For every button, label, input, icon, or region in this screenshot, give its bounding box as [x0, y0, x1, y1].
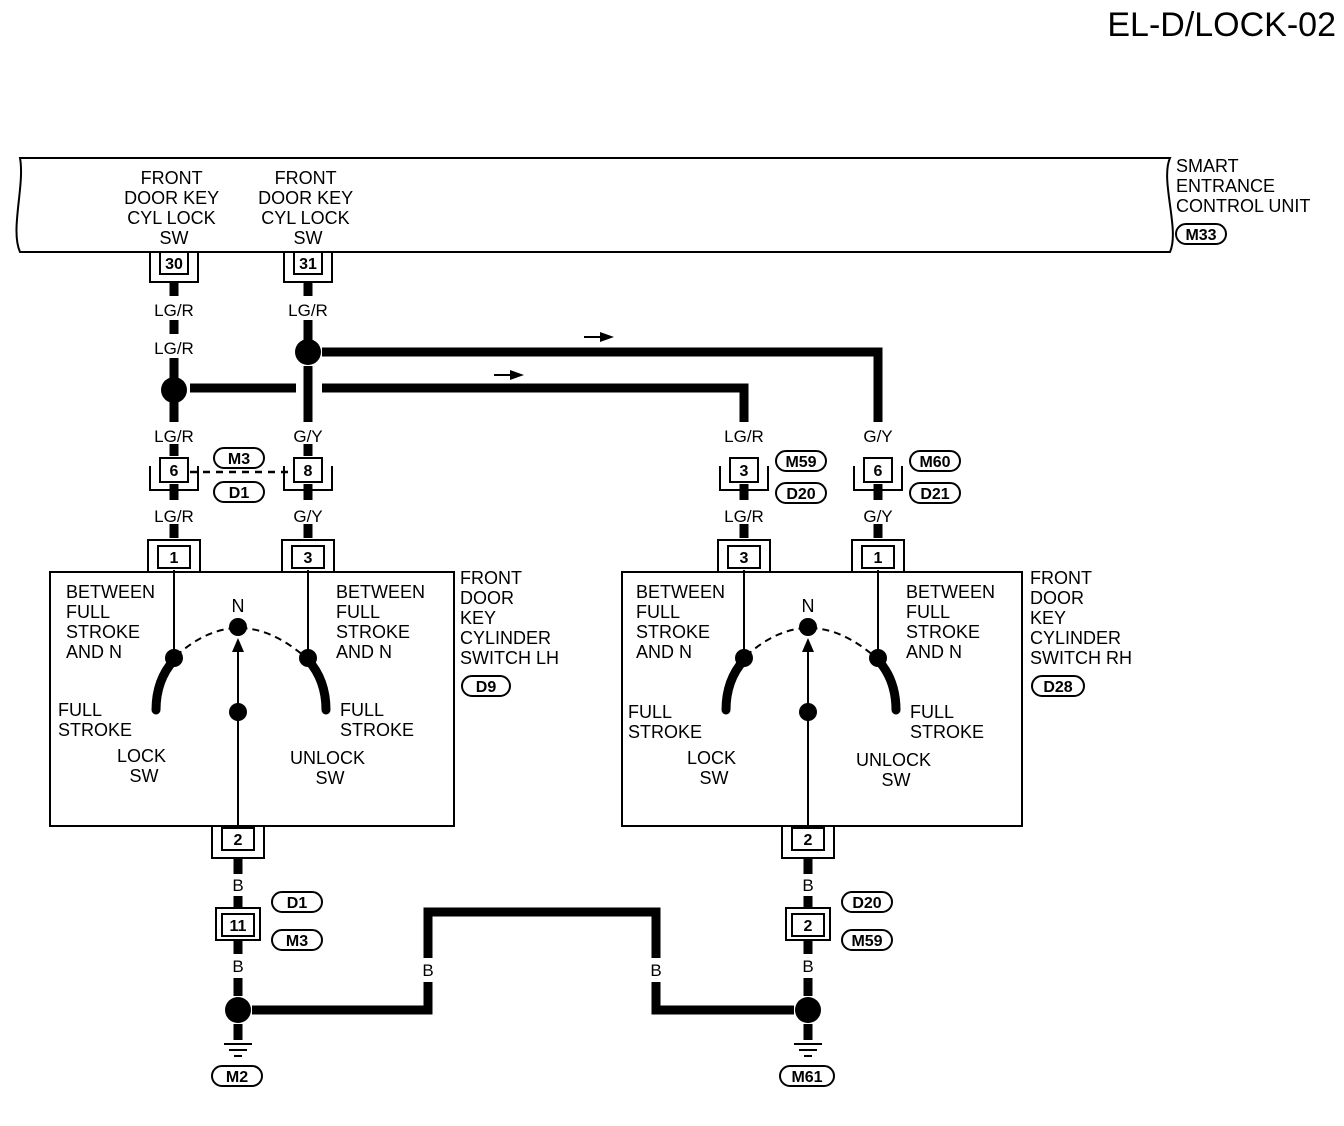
svg-text:3: 3	[740, 550, 749, 567]
rh-lock-between-label: BETWEEN FULL STROKE AND N	[636, 582, 730, 662]
wire-label-b: B	[650, 961, 661, 980]
wire-label-lgr: LG/R	[724, 427, 764, 446]
wire-label-gy: G/Y	[293, 507, 322, 526]
svg-text:8: 8	[304, 463, 313, 480]
connector-m3: M3	[286, 933, 308, 950]
wire-label-lgr: LG/R	[154, 301, 194, 320]
wire-label-lgr: LG/R	[724, 507, 764, 526]
key-cylinder-switch-lh: 1 3 BETWEEN FULL STROKE AND N BETWEEN FU…	[49, 539, 559, 859]
switch-rh-connector-d28: D28	[1043, 679, 1072, 696]
term31-label: FRONT DOOR KEY CYL LOCK SW	[258, 168, 358, 248]
wire-label-lgr: LG/R	[154, 427, 194, 446]
svg-text:1: 1	[170, 550, 179, 567]
svg-text:11: 11	[230, 918, 247, 935]
connector-d21: D21	[920, 486, 949, 503]
connector-d20: D20	[786, 486, 815, 503]
lh-neutral-label: N	[232, 596, 245, 616]
svg-text:2: 2	[804, 918, 813, 935]
gy-wire-to-rh	[322, 332, 883, 538]
term30-label: FRONT DOOR KEY CYL LOCK SW	[124, 168, 224, 248]
connector-m60: M60	[919, 454, 950, 471]
lh-lock-sw-label: LOCK SW	[117, 746, 171, 786]
lh-unlock-full-stroke-label: FULL STROKE	[340, 700, 414, 740]
control-unit-name: SMART ENTRANCE CONTROL UNIT	[1176, 156, 1310, 216]
page-code: EL-D/LOCK-02	[1107, 6, 1336, 44]
lh-lock-full-stroke-label: FULL STROKE	[58, 700, 132, 740]
gy-wire-lh	[295, 282, 321, 538]
connector-m3: M3	[228, 451, 250, 468]
terminal-30: 30	[149, 251, 199, 283]
svg-text:3: 3	[304, 550, 313, 567]
rh-lock-sw-label: LOCK SW	[687, 748, 741, 788]
svg-text:2: 2	[234, 832, 243, 849]
svg-text:2: 2	[804, 832, 813, 849]
key-cylinder-switch-rh: 3 1 BETWEEN FULL STROKE AND N BETWEEN FU…	[621, 539, 1132, 859]
wire-label-b: B	[232, 876, 243, 895]
wire-label-b: B	[422, 961, 433, 980]
lgr-wire-to-rh	[322, 370, 749, 538]
connector-m59: M59	[785, 454, 816, 471]
wire-label-lgr: LG/R	[154, 507, 194, 526]
wire-label-b: B	[802, 957, 813, 976]
svg-text:6: 6	[170, 463, 179, 480]
wire-label-gy: G/Y	[293, 427, 322, 446]
svg-text:3: 3	[740, 463, 749, 480]
ground-circuit-lh: B 11 D1 M3 B M2	[211, 858, 323, 1087]
svg-text:30: 30	[165, 256, 183, 273]
wire-label-lgr: LG/R	[154, 339, 194, 358]
smart-entrance-control-unit: FRONT DOOR KEY CYL LOCK SW FRONT DOOR KE…	[15, 156, 1310, 253]
connector-m59: M59	[851, 933, 882, 950]
connector-badge	[213, 447, 265, 469]
connector-d20: D20	[852, 895, 881, 912]
rh-unlock-full-stroke-label: FULL STROKE	[910, 702, 984, 742]
svg-text:1: 1	[874, 550, 883, 567]
wire-label-b: B	[802, 876, 813, 895]
rh-neutral-label: N	[802, 596, 815, 616]
ground-m61: M61	[791, 1069, 822, 1086]
ground-m2: M2	[226, 1069, 248, 1086]
svg-text:31: 31	[299, 256, 317, 273]
switch-lh-name: FRONT DOOR KEY CYLINDER SWITCH LH	[460, 568, 559, 668]
wire-label-lgr: LG/R	[288, 301, 328, 320]
wire-label-gy: G/Y	[863, 507, 892, 526]
connector-rh-gy: 6 M60 D21	[853, 450, 961, 504]
connector-badge	[213, 481, 265, 503]
lh-unlock-between-label: BETWEEN FULL STROKE AND N	[336, 582, 430, 662]
lgr-wire-lh	[161, 282, 296, 538]
connector-d1: D1	[229, 485, 250, 502]
switch-lh-connector-d9: D9	[476, 679, 497, 696]
rh-lock-full-stroke-label: FULL STROKE	[628, 702, 702, 742]
wire-label-gy: G/Y	[863, 427, 892, 446]
rh-unlock-sw-label: UNLOCK SW	[856, 750, 936, 790]
switch-rh-name: FRONT DOOR KEY CYLINDER SWITCH RH	[1030, 568, 1132, 668]
connector-d1: D1	[287, 895, 308, 912]
ground-circuit-rh: B 2 D20 M59 B M61	[779, 858, 893, 1087]
connector-rh-lgr: 3 M59 D20	[719, 450, 827, 504]
rh-unlock-between-label: BETWEEN FULL STROKE AND N	[906, 582, 1000, 662]
lh-unlock-sw-label: UNLOCK SW	[290, 748, 370, 788]
lh-lock-between-label: BETWEEN FULL STROKE AND N	[66, 582, 160, 662]
terminal-31: 31	[283, 251, 333, 283]
wire-label-b: B	[232, 957, 243, 976]
control-unit-connector-m33: M33	[1185, 227, 1216, 244]
connector-lh-8: 8	[283, 457, 333, 491]
connector-lh-6: 6	[149, 457, 199, 491]
svg-text:6: 6	[874, 463, 883, 480]
ground-link-wire: B B	[252, 907, 794, 1015]
